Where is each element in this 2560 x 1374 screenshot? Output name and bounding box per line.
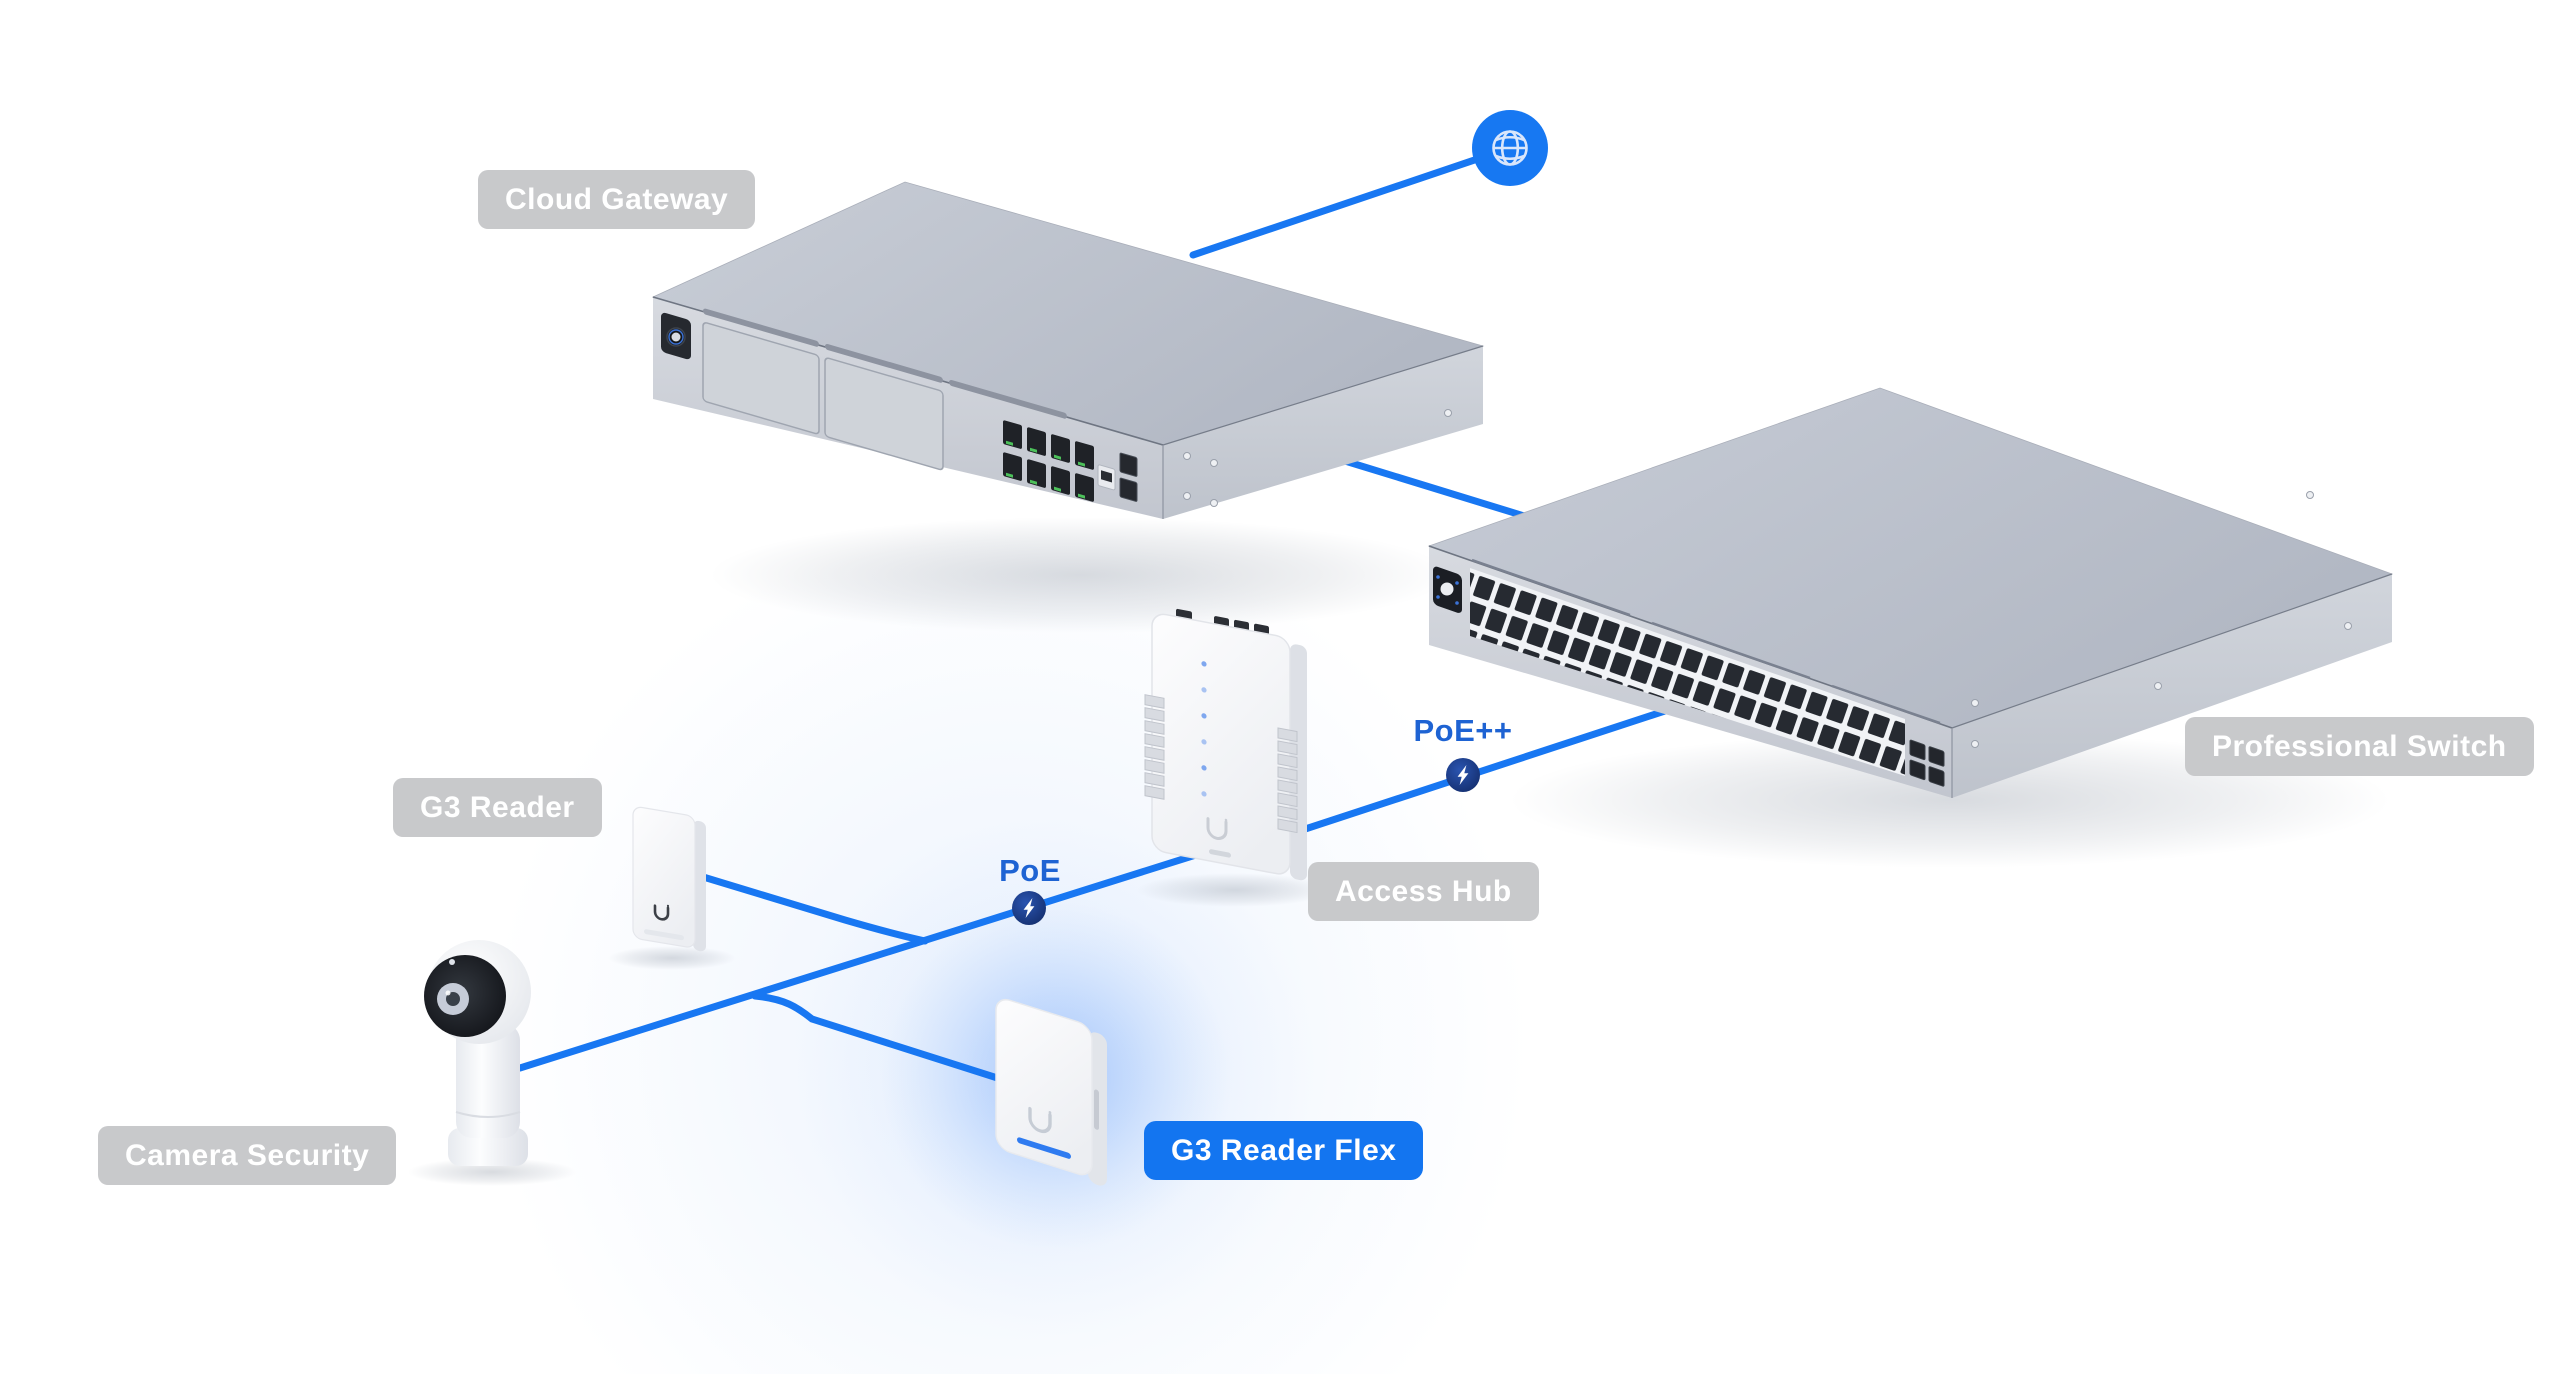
u-logo	[653, 904, 670, 921]
g3-reader-label: G3 Reader	[393, 778, 602, 837]
g3-reader-flex-device	[995, 998, 1107, 1186]
switch-sfp-ports	[1909, 739, 1945, 787]
gateway-ethernet-ports	[1003, 420, 1094, 502]
line-accesshub-camera	[516, 844, 1222, 1072]
g3-reader-flex-front-face	[995, 998, 1093, 1176]
professional-switch-label: Professional Switch	[2185, 717, 2534, 776]
poe-plus-plus-text: PoE++	[1413, 713, 1513, 748]
screws	[1971, 491, 2352, 748]
camera-security-label: Camera Security	[98, 1126, 397, 1185]
access-hub-terminal-block-right	[1277, 727, 1298, 834]
line-gateway-internet	[1189, 144, 1514, 259]
g3-reader-flex-label: G3 Reader Flex	[1144, 1121, 1424, 1180]
access-hub-side-face	[1290, 644, 1307, 881]
g3-reader-flex-led-bar	[1017, 1137, 1071, 1159]
globe-icon	[1492, 130, 1528, 166]
camera-security-device	[424, 940, 531, 1166]
switch-display-dial	[1440, 582, 1454, 596]
camera-ir-led	[449, 959, 455, 965]
g3-reader-device	[632, 806, 706, 952]
switch-display-leds	[1436, 575, 1459, 605]
lightning-bolt-icon	[1023, 898, 1035, 918]
professional-switch-device	[1427, 387, 2394, 798]
cloud-gateway-device	[651, 181, 1485, 519]
gateway-power-button	[666, 327, 686, 347]
access-hub-label: Access Hub	[1308, 862, 1539, 921]
line-branch-g3reader	[696, 872, 929, 945]
camera-base	[448, 1128, 528, 1166]
gateway-front-details	[661, 308, 1138, 502]
line-branch-g3readerflex	[751, 992, 1014, 1086]
screws	[1183, 409, 1452, 507]
g3-reader-front-face	[632, 806, 696, 948]
switch-vent-lines	[1471, 558, 1941, 725]
u-logo	[1206, 817, 1228, 841]
camera-body	[456, 1024, 520, 1138]
poe-badge	[1012, 891, 1046, 925]
lightning-bolt-icon	[1457, 765, 1469, 785]
internet-node	[1472, 110, 1548, 186]
cloud-gateway-label: Cloud Gateway	[478, 170, 756, 229]
u-logo	[1028, 1106, 1052, 1134]
switch-ethernet-ports	[1470, 568, 1905, 776]
access-hub-status-leds	[1201, 661, 1207, 797]
access-hub-device	[1144, 608, 1307, 881]
poe-text: PoE	[999, 853, 1061, 888]
poe-plus-plus-badge	[1446, 758, 1480, 792]
g3-reader-side-face	[693, 820, 706, 952]
gateway-drive-bay	[702, 322, 820, 435]
gateway-drive-bay	[824, 357, 944, 471]
access-hub-terminal-block-left	[1144, 694, 1165, 800]
gateway-sfp-ports	[1119, 452, 1138, 502]
